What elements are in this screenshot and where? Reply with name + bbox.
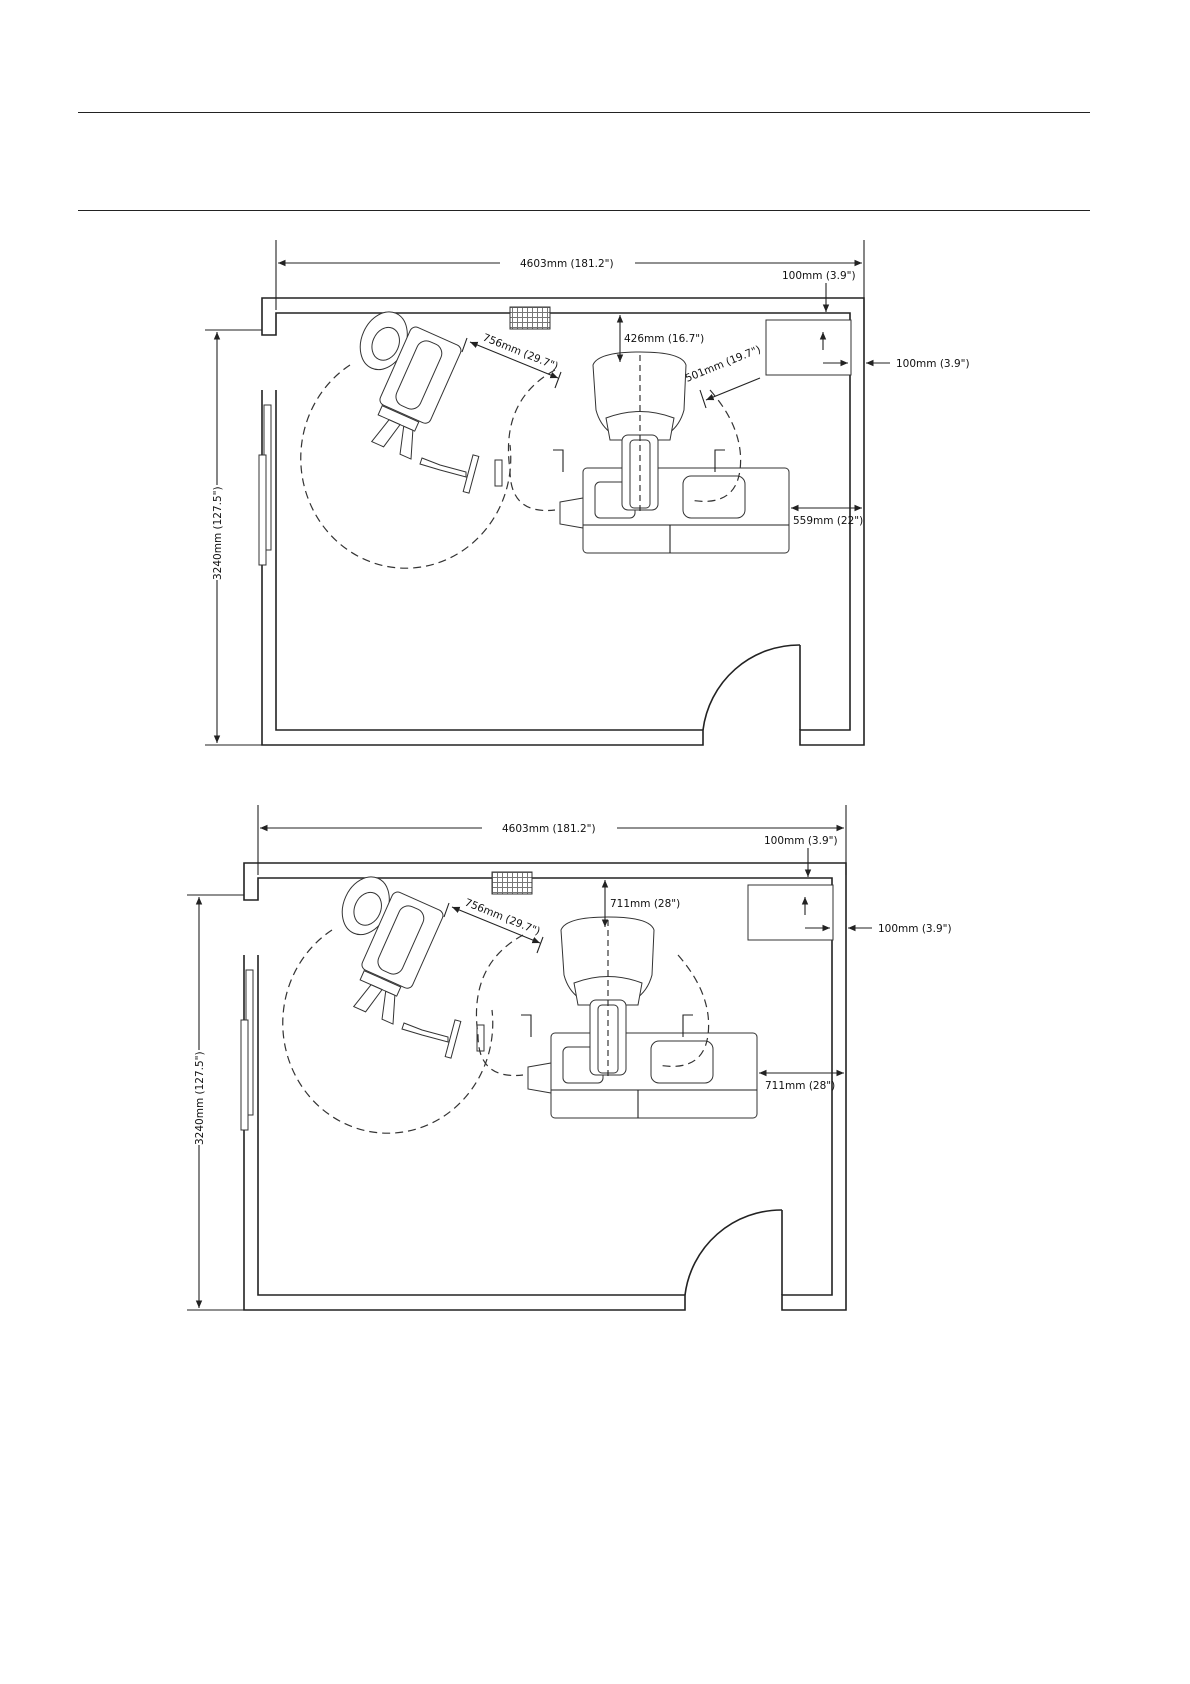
treatment-table xyxy=(560,468,789,553)
height-label: 3240mm (127.5") xyxy=(212,486,224,580)
operator-chair xyxy=(306,869,446,1024)
side-clearance-dimension: 501mm (19.7") xyxy=(684,344,763,408)
width-dimension: 4603mm (181.2") xyxy=(276,240,864,310)
height-label: 3240mm (127.5") xyxy=(194,1051,206,1145)
operator-chair xyxy=(324,304,464,459)
floor-plan-2: 4603mm (181.2") 3240mm (127.5") 100mm (3… xyxy=(0,805,1190,1345)
end-clearance-label: 559mm (22") xyxy=(793,515,863,527)
width-dimension: 4603mm (181.2") xyxy=(258,805,846,875)
side-clearance-label: 501mm (19.7") xyxy=(684,344,763,385)
foot-pedal xyxy=(402,1020,484,1058)
height-dimension: 3240mm (127.5") xyxy=(187,895,244,1310)
chair-clearance-dimension: 756mm (29.7") xyxy=(444,897,543,953)
window-left xyxy=(259,405,271,565)
floor-plan-1: 4603mm (181.2") 3240mm (127.5") 100mm (3… xyxy=(0,240,1190,780)
end-clearance-label: 711mm (28") xyxy=(765,1080,835,1092)
chair-clearance-dimension: 756mm (29.7") xyxy=(462,332,561,388)
height-dimension: 3240mm (127.5") xyxy=(205,330,262,745)
top-offset-dimension: 100mm (3.9") xyxy=(764,835,838,877)
top-offset-dimension: 100mm (3.9") xyxy=(782,270,856,312)
control-cabinet xyxy=(748,885,833,940)
chair-clearance-label: 756mm (29.7") xyxy=(463,897,542,938)
top-offset-label: 100mm (3.9") xyxy=(782,270,856,282)
chair-clearance-label: 756mm (29.7") xyxy=(481,332,560,373)
top-offset-label: 100mm (3.9") xyxy=(764,835,838,847)
right-offset-label: 100mm (3.9") xyxy=(878,923,952,935)
unit-swing-arc-left xyxy=(508,370,555,511)
end-clearance-dimension: 559mm (22") xyxy=(791,508,863,527)
treatment-table xyxy=(528,1033,757,1118)
floor-tile xyxy=(492,872,532,894)
control-cabinet xyxy=(766,320,851,375)
foot-pedal xyxy=(420,455,502,493)
right-offset-label: 100mm (3.9") xyxy=(896,358,970,370)
width-label: 4603mm (181.2") xyxy=(502,823,596,835)
right-offset-dimension: 100mm (3.9") xyxy=(848,923,952,935)
header-rule-bottom xyxy=(78,210,1090,211)
window-left xyxy=(241,970,253,1130)
floor-tile xyxy=(510,307,550,329)
header-rule-top xyxy=(78,112,1090,113)
head-clearance-label: 711mm (28") xyxy=(610,898,680,910)
head-clearance-label: 426mm (16.7") xyxy=(624,333,704,345)
width-label: 4603mm (181.2") xyxy=(520,258,614,270)
unit-swing-arc-left xyxy=(476,935,523,1076)
right-offset-dimension: 100mm (3.9") xyxy=(866,358,970,370)
